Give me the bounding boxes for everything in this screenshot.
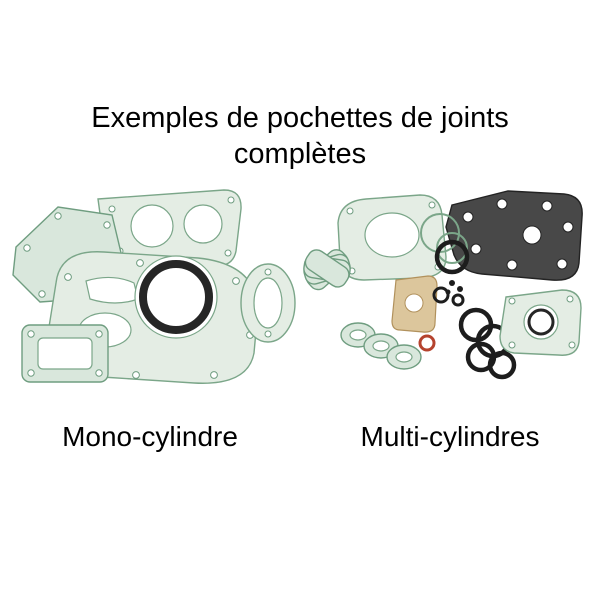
paper-gasket-tan: [391, 275, 438, 333]
page-title-line-1: Exemples de pochettes de joints: [91, 102, 509, 134]
red-o-ring: [418, 334, 436, 352]
figures-row: Mono-cylindre: [0, 185, 600, 453]
mono-cylinder-figure: Mono-cylindre: [0, 185, 300, 453]
top-cylinder-base-gasket: [97, 189, 242, 267]
dark-clutch-cover-gasket: [445, 190, 583, 281]
multi-cylinder-gasket-kit-image: [303, 190, 583, 380]
multi-cylinder-figure: Multi-cylindres: [300, 185, 600, 453]
large-cover-gasket: [337, 194, 447, 281]
page-title: Exemples de pochettes de joints complète…: [0, 100, 600, 172]
head-gasket-fire-ring: [134, 255, 218, 339]
small-seals: [432, 280, 465, 307]
black-o-rings: [434, 239, 517, 380]
right-side-gasket: [499, 289, 582, 356]
gasket-fan-stack: [303, 249, 351, 291]
carb-flange-gaskets: [340, 322, 422, 370]
rectangular-cover-gasket: [21, 324, 109, 383]
oval-gasket: [240, 263, 296, 343]
page-title-line-2: complètes: [233, 138, 367, 170]
mono-cylinder-gasket-kit-image: [12, 189, 296, 384]
multi-cylinder-label: Multi-cylindres: [360, 421, 540, 452]
mono-cylinder-label: Mono-cylindre: [62, 421, 238, 452]
